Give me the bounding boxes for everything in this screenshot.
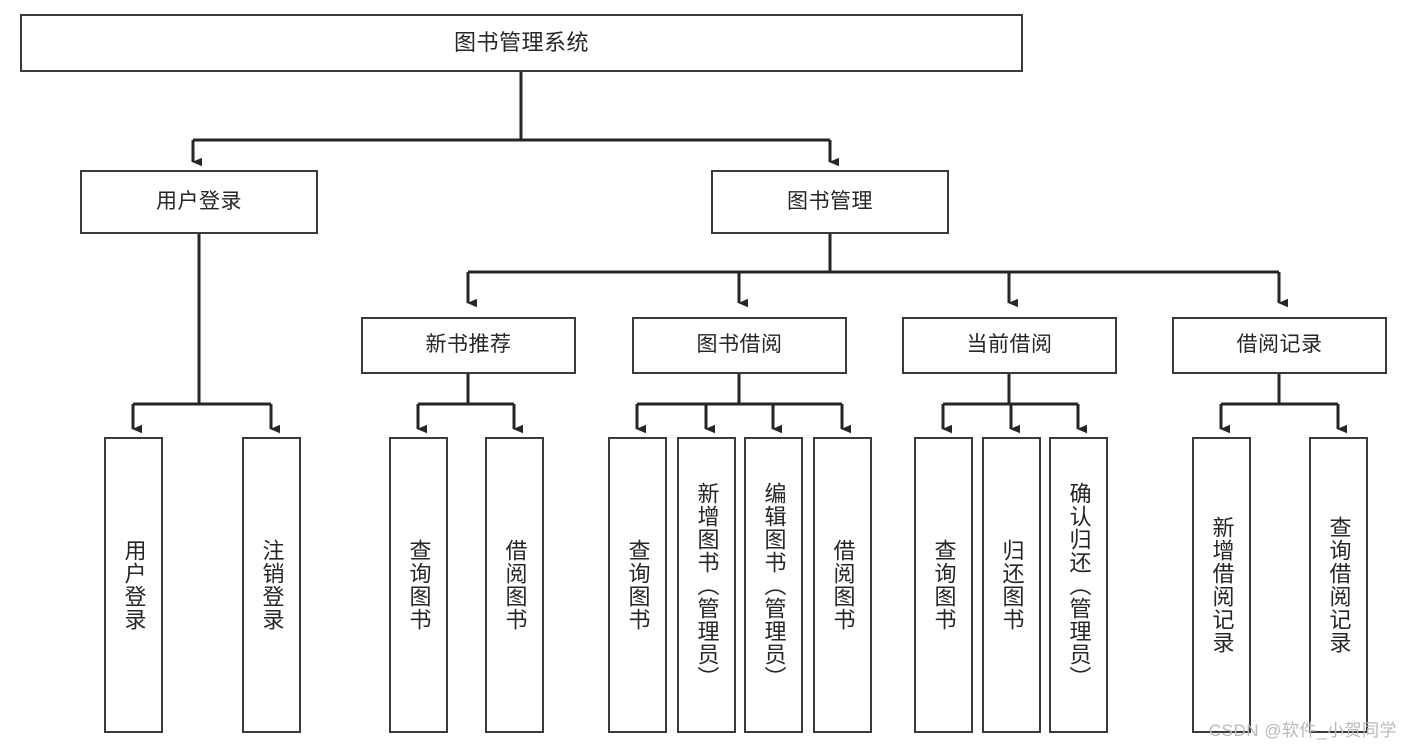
leaf-borrowrecords-add-record[interactable]: 新增借阅记录	[1192, 437, 1251, 733]
node-system-root[interactable]: 图书管理系统	[20, 14, 1023, 72]
node-label: 用户登录	[121, 539, 147, 631]
leaf-currentborrow-return-book[interactable]: 归还图书	[982, 437, 1041, 733]
node-label: 图书管理	[787, 189, 873, 213]
node-label: 查询图书	[625, 539, 651, 631]
node-label: 新增借阅记录	[1209, 516, 1235, 654]
node-label: 图书管理系统	[453, 30, 589, 56]
node-label: 借阅图书	[830, 539, 856, 631]
leaf-bookborrow-add-book[interactable]: 新增图书（管理员）	[677, 437, 736, 733]
leaf-newbook-query-book[interactable]: 查询图书	[389, 437, 448, 733]
node-label: 注销登录	[259, 539, 285, 631]
watermark-text: CSDN @软件_小贺同学	[1208, 721, 1397, 740]
leaf-bookborrow-edit-book[interactable]: 编辑图书（管理员）	[744, 437, 803, 733]
node-label: 编辑图书（管理员）	[761, 481, 787, 689]
node-label: 新增图书（管理员）	[694, 481, 720, 689]
node-label: 借阅图书	[502, 539, 528, 631]
leaf-bookborrow-query-book[interactable]: 查询图书	[608, 437, 667, 733]
leaf-bookborrow-borrow-book[interactable]: 借阅图书	[813, 437, 872, 733]
node-label: 查询图书	[931, 539, 957, 631]
node-label: 图书借阅	[696, 333, 783, 357]
node-label: 查询图书	[406, 539, 432, 631]
node-label: 借阅记录	[1236, 333, 1323, 357]
node-label: 新书推荐	[425, 333, 512, 357]
leaf-borrowrecords-query-record[interactable]: 查询借阅记录	[1309, 437, 1368, 733]
node-label: 用户登录	[156, 189, 242, 213]
node-label: 当前借阅	[966, 333, 1053, 357]
node-new-book-recommend[interactable]: 新书推荐	[361, 317, 576, 374]
leaf-currentborrow-confirm-return[interactable]: 确认归还（管理员）	[1049, 437, 1108, 733]
leaf-newbook-borrow-book[interactable]: 借阅图书	[485, 437, 544, 733]
leaf-logout[interactable]: 注销登录	[242, 437, 301, 733]
node-label: 确认归还（管理员）	[1066, 481, 1092, 689]
node-current-borrow[interactable]: 当前借阅	[902, 317, 1117, 374]
node-label: 归还图书	[999, 539, 1025, 631]
node-book-management[interactable]: 图书管理	[711, 170, 949, 234]
node-book-borrow[interactable]: 图书借阅	[632, 317, 847, 374]
node-borrow-records[interactable]: 借阅记录	[1172, 317, 1387, 374]
leaf-currentborrow-query-book[interactable]: 查询图书	[914, 437, 973, 733]
node-label: 查询借阅记录	[1326, 516, 1352, 654]
node-user-login[interactable]: 用户登录	[80, 170, 318, 234]
leaf-user-login[interactable]: 用户登录	[104, 437, 163, 733]
